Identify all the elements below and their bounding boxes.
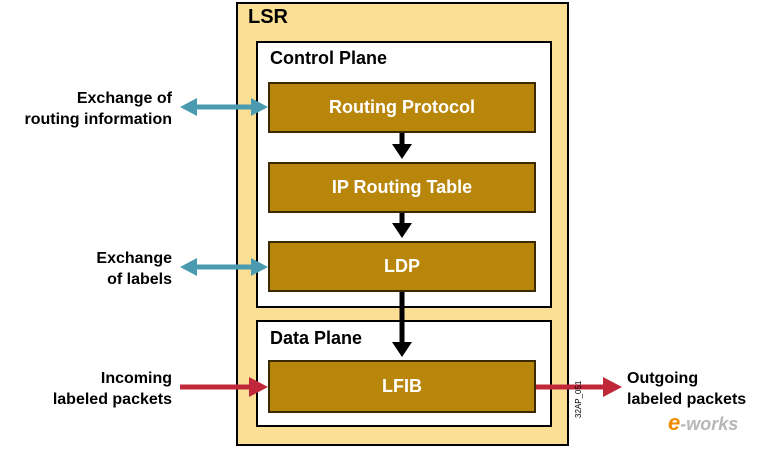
outgoing-label-line1: Outgoing xyxy=(627,370,699,387)
exchange-routing-label-line2: routing information xyxy=(24,111,172,128)
outgoing-packets-arrow xyxy=(536,377,622,397)
exchange-routing-arrow xyxy=(180,98,268,116)
exchange-routing-label: Exchange of routing information xyxy=(24,88,172,130)
flow-arrow-routing-to-iptable xyxy=(392,133,412,159)
outgoing-packets-label: Outgoing labeled packets xyxy=(627,368,746,410)
incoming-packets-arrow xyxy=(180,377,268,397)
ldp-block: LDP xyxy=(268,241,536,292)
incoming-packets-label: Incoming labeled packets xyxy=(53,368,172,410)
eworks-logo: e-works xyxy=(668,410,738,436)
exchange-labels-label-line1: Exchange xyxy=(96,250,172,267)
figure-code: 32AP_051 xyxy=(574,380,583,418)
logo-suffix: -works xyxy=(680,414,739,434)
logo-prefix: e xyxy=(668,410,681,435)
lsr-title: LSR xyxy=(248,6,288,28)
exchange-labels-arrow xyxy=(180,258,268,276)
incoming-label-line2: labeled packets xyxy=(52,391,172,408)
flow-arrow-ldp-to-lfib xyxy=(392,292,412,357)
ip-routing-table-block: IP Routing Table xyxy=(268,162,536,213)
flow-arrow-iptable-to-ldp xyxy=(392,213,412,238)
lfib-block: LFIB xyxy=(268,360,536,413)
exchange-labels-label-line2: of labels xyxy=(107,271,172,288)
outgoing-label-line2: labeled packets xyxy=(627,391,747,408)
control-plane-title: Control Plane xyxy=(270,48,388,68)
incoming-label-line1: Incoming xyxy=(100,370,172,387)
exchange-labels-label: Exchange of labels xyxy=(96,248,172,290)
data-plane-title: Data Plane xyxy=(270,328,363,348)
exchange-routing-label-line1: Exchange of xyxy=(76,90,172,107)
routing-protocol-block: Routing Protocol xyxy=(268,82,536,133)
